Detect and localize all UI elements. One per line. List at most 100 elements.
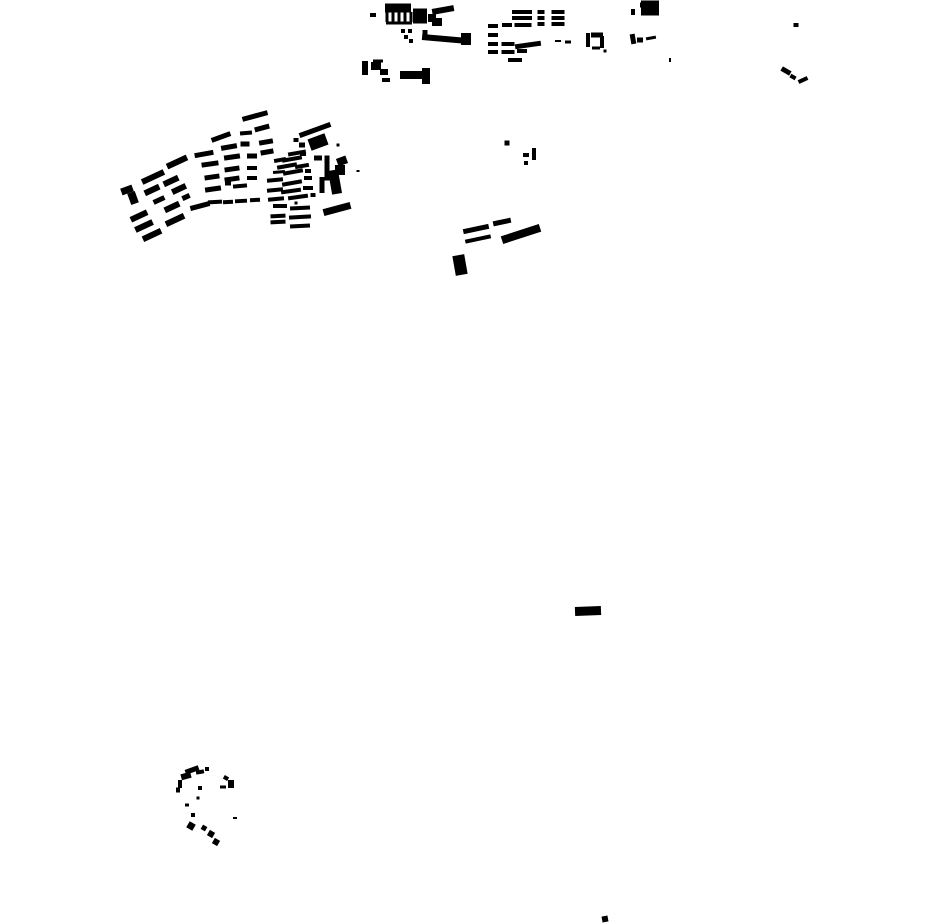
building: [502, 23, 512, 27]
building: [143, 183, 161, 197]
building: [303, 186, 313, 190]
building: [205, 767, 209, 771]
building: [385, 12, 389, 22]
building: [299, 142, 305, 148]
building: [207, 199, 223, 205]
building: [431, 5, 455, 15]
building: [254, 123, 270, 133]
building: [504, 140, 510, 146]
building: [319, 177, 325, 193]
building: [371, 62, 381, 70]
building: [258, 138, 274, 146]
building: [314, 155, 322, 161]
building: [273, 204, 287, 208]
building: [517, 49, 527, 53]
building: [537, 10, 545, 14]
building: [200, 824, 208, 832]
building: [324, 155, 330, 181]
building: [281, 179, 303, 187]
building: [793, 23, 799, 27]
building: [272, 169, 286, 175]
building: [185, 803, 189, 807]
building: [178, 780, 182, 788]
building: [537, 16, 545, 20]
building: [551, 16, 565, 20]
building: [127, 190, 139, 206]
building: [195, 769, 205, 775]
building: [140, 169, 166, 185]
building: [461, 33, 471, 45]
building: [514, 40, 542, 50]
building: [488, 50, 498, 54]
building: [335, 165, 345, 175]
building: [210, 131, 232, 143]
building: [370, 13, 376, 17]
building: [224, 165, 240, 173]
building: [198, 786, 202, 790]
building: [386, 21, 412, 25]
building: [152, 195, 166, 205]
building: [249, 197, 261, 203]
building: [413, 8, 427, 24]
building: [780, 66, 792, 76]
building: [240, 141, 250, 147]
building: [270, 219, 286, 225]
building: [335, 155, 349, 167]
building: [629, 33, 637, 45]
building: [194, 149, 214, 159]
building: [523, 153, 529, 157]
building: [362, 61, 368, 75]
building: [400, 71, 422, 79]
building: [555, 40, 561, 42]
building: [222, 199, 234, 205]
building: [267, 196, 285, 202]
building: [327, 169, 343, 195]
building: [501, 50, 515, 54]
building: [241, 110, 269, 122]
building: [223, 153, 241, 161]
building: [280, 187, 302, 195]
building: [191, 813, 195, 817]
building: [637, 37, 643, 43]
building: [247, 153, 257, 159]
building: [281, 155, 303, 163]
building: [266, 177, 284, 183]
building: [206, 829, 216, 839]
building: [247, 166, 257, 170]
building: [189, 200, 211, 212]
building: [409, 12, 413, 22]
building: [397, 12, 401, 22]
building: [247, 176, 257, 180]
building: [797, 76, 809, 84]
building: [232, 183, 248, 189]
building: [488, 33, 498, 37]
building: [462, 223, 490, 235]
building: [233, 817, 237, 819]
building: [282, 168, 304, 176]
building: [134, 219, 154, 233]
building: [789, 73, 797, 81]
building: [356, 170, 360, 172]
building: [501, 42, 515, 46]
building: [141, 228, 163, 242]
building: [645, 35, 657, 41]
building: [165, 154, 189, 170]
building: [270, 213, 286, 219]
building: [287, 193, 309, 201]
building: [196, 796, 200, 800]
building: [204, 185, 222, 193]
building: [288, 214, 312, 220]
building: [220, 785, 226, 789]
building: [601, 915, 609, 923]
building: [225, 180, 231, 186]
building: [512, 16, 532, 20]
building: [276, 162, 298, 170]
building: [211, 837, 221, 847]
building: [294, 162, 310, 170]
building: [591, 32, 603, 38]
building: [170, 183, 188, 195]
building: [537, 22, 545, 26]
building: [464, 234, 492, 244]
